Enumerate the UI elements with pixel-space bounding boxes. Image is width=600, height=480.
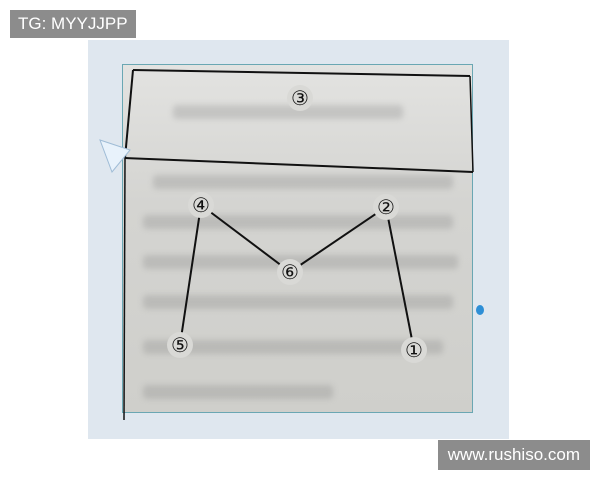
diagram-nodes: ③ ④ ② ⑥ ⑤ ① (167, 85, 427, 363)
edge-4-6 (200, 204, 291, 273)
node-5-label: ⑤ (171, 333, 189, 357)
blurred-text-line (143, 340, 443, 354)
watermark-bottom: www.rushiso.com (437, 440, 590, 470)
header-left-line (124, 69, 134, 159)
edge-2-1 (385, 206, 415, 351)
node-6-background (277, 259, 303, 285)
diagram-edges (179, 204, 415, 351)
header-right-line (469, 75, 474, 173)
node-4-label: ④ (192, 193, 210, 217)
watermark-top: TG: MYYJJPP (10, 10, 136, 38)
blurred-text-line (143, 385, 333, 399)
node-2-background (373, 194, 399, 220)
edge-4-5 (179, 204, 202, 346)
node-3-background (287, 85, 313, 111)
node-1-background (401, 337, 427, 363)
node-4-background (188, 192, 214, 218)
node-2-label: ② (377, 195, 395, 219)
blurred-text-line (143, 255, 458, 269)
node-3-label: ③ (291, 86, 309, 110)
node-6-label: ⑥ (281, 260, 299, 284)
node-5-background (167, 332, 193, 358)
blurred-text-line (143, 295, 453, 309)
header-top-line (132, 69, 471, 77)
header-bottom-line (124, 157, 474, 173)
paper-corner-shape (99, 139, 131, 173)
edge-6-2 (289, 206, 387, 273)
node-1-label: ① (405, 338, 423, 362)
page-left-edge-line (123, 157, 126, 421)
blurred-text-line (173, 105, 403, 119)
blurred-text-line (153, 175, 453, 189)
blue-marker-dot (476, 305, 484, 315)
